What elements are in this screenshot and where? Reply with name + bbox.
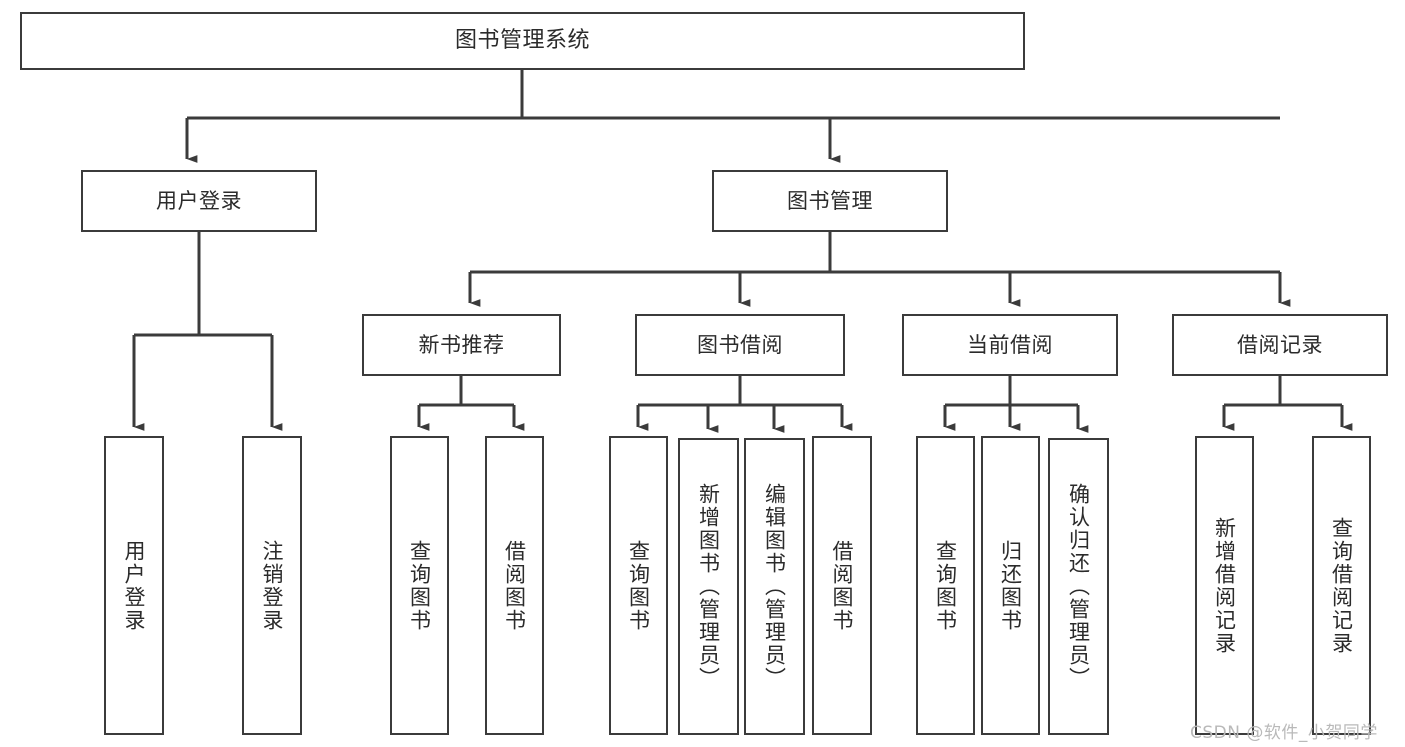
leaf-borrow-book-2[interactable]: 借阅图书 — [812, 436, 872, 735]
leaf-confirm-return-label: 确认归还（管理员） — [1066, 483, 1091, 690]
node-root-label: 图书管理系统 — [454, 28, 590, 54]
leaf-query-book-1-label: 查询图书 — [407, 539, 432, 632]
node-book-management[interactable]: 图书管理 — [712, 170, 948, 232]
leaf-user-logout-label: 注销登录 — [260, 539, 285, 632]
leaf-query-book-2[interactable]: 查询图书 — [609, 436, 668, 735]
leaf-add-record-label: 新增借阅记录 — [1212, 516, 1237, 655]
leaf-add-book[interactable]: 新增图书（管理员） — [678, 438, 739, 735]
leaf-query-record-label: 查询借阅记录 — [1329, 516, 1354, 655]
leaf-borrow-book-1[interactable]: 借阅图书 — [485, 436, 544, 735]
leaf-query-book-3[interactable]: 查询图书 — [916, 436, 975, 735]
leaf-add-book-label: 新增图书（管理员） — [696, 483, 721, 690]
leaf-return-book[interactable]: 归还图书 — [981, 436, 1040, 735]
leaf-query-record[interactable]: 查询借阅记录 — [1312, 436, 1371, 735]
node-user-login[interactable]: 用户登录 — [81, 170, 317, 232]
leaf-borrow-book-1-label: 借阅图书 — [502, 539, 527, 632]
leaf-edit-book-label: 编辑图书（管理员） — [762, 483, 787, 690]
node-book-borrow[interactable]: 图书借阅 — [635, 314, 845, 376]
leaf-add-record[interactable]: 新增借阅记录 — [1195, 436, 1254, 735]
node-current-borrow-label: 当前借阅 — [967, 332, 1053, 357]
leaf-return-book-label: 归还图书 — [998, 539, 1023, 632]
leaf-confirm-return[interactable]: 确认归还（管理员） — [1048, 438, 1109, 735]
leaf-user-logout[interactable]: 注销登录 — [242, 436, 302, 735]
node-user-login-label: 用户登录 — [156, 188, 242, 213]
leaf-query-book-3-label: 查询图书 — [933, 539, 958, 632]
leaf-edit-book[interactable]: 编辑图书（管理员） — [744, 438, 805, 735]
leaf-user-login[interactable]: 用户登录 — [104, 436, 164, 735]
node-borrow-record[interactable]: 借阅记录 — [1172, 314, 1388, 376]
node-root[interactable]: 图书管理系统 — [20, 12, 1025, 70]
leaf-borrow-book-2-label: 借阅图书 — [830, 539, 855, 632]
leaf-query-book-1[interactable]: 查询图书 — [390, 436, 449, 735]
node-new-book-recommend-label: 新书推荐 — [418, 332, 505, 357]
csdn-watermark: CSDN @软件_小贺同学 — [1190, 723, 1378, 743]
node-book-borrow-label: 图书借阅 — [697, 332, 783, 357]
leaf-user-login-label: 用户登录 — [122, 539, 147, 632]
node-current-borrow[interactable]: 当前借阅 — [902, 314, 1118, 376]
node-new-book-recommend[interactable]: 新书推荐 — [362, 314, 561, 376]
leaf-query-book-2-label: 查询图书 — [626, 539, 651, 632]
node-borrow-record-label: 借阅记录 — [1237, 332, 1323, 357]
node-book-management-label: 图书管理 — [787, 188, 873, 213]
